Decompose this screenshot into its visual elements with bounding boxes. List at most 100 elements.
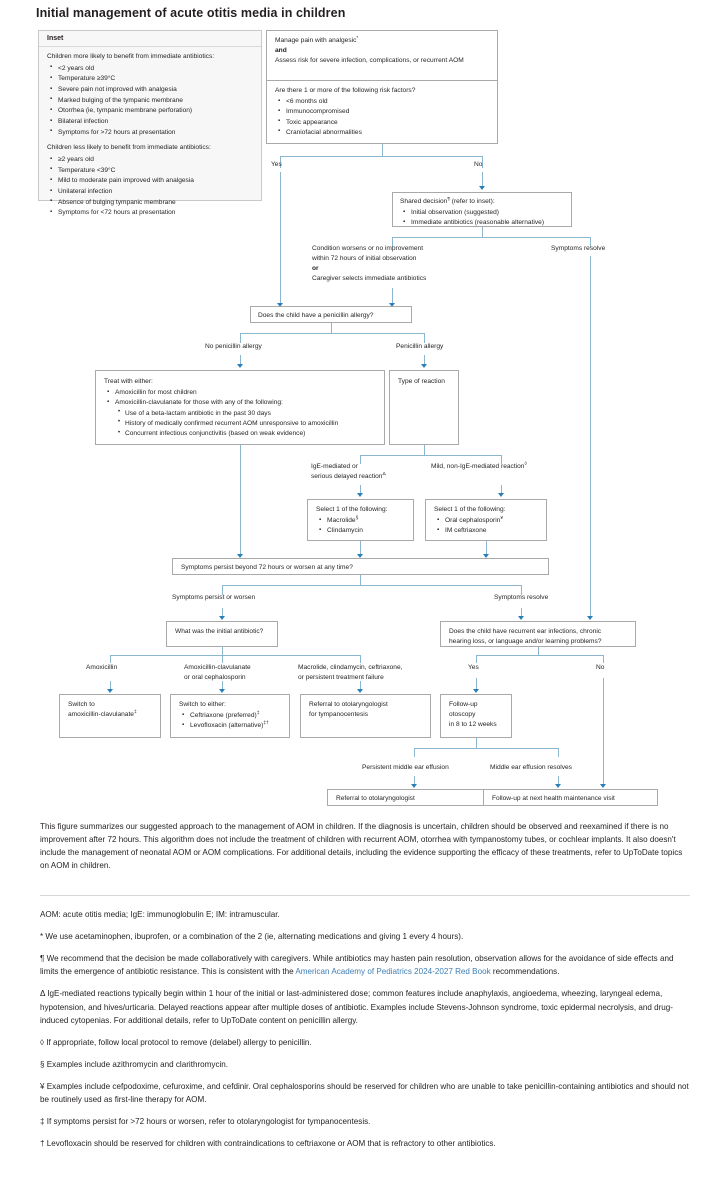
connector (486, 541, 487, 554)
type-of-reaction-text: Type of reaction (398, 378, 445, 385)
list-item: Symptoms for <72 hours at presentation (50, 208, 253, 219)
arrow-icon (219, 616, 225, 620)
connector (558, 748, 559, 757)
list-item: IM ceftriaxone (437, 526, 538, 536)
otoscopy-l2: in 8 to 12 weeks (449, 721, 497, 729)
arrow-icon (498, 493, 504, 497)
footnote-marker-delta: Δ (382, 472, 386, 478)
connector (590, 256, 591, 616)
start-and: and (275, 47, 287, 55)
node-select-cephalosporin: Select 1 of the following: Oral cephalos… (425, 499, 547, 541)
list-item: Ceftriaxone (preferred)‡ (182, 711, 281, 721)
list-item: <6 months old (278, 97, 489, 107)
connector (110, 681, 111, 690)
switch-amox-l2: amoxicillin-clavulanate‡ (68, 710, 137, 719)
inset-body: Children more likely to benefit from imm… (39, 47, 261, 223)
connector (110, 655, 360, 656)
list-item: Temperature <39°C (50, 165, 253, 177)
shared-decision-title: Shared decision¶ (refer to inset): (400, 196, 495, 205)
node-type-of-reaction: Type of reaction (389, 370, 459, 445)
risk-list: <6 months old Immunocompromised Toxic ap… (275, 97, 489, 138)
arrow-icon (587, 616, 593, 620)
list-item: Oral cephalosporin¥ (437, 516, 538, 526)
connector (476, 655, 603, 656)
footnote-marker-asterisk: * (356, 35, 359, 41)
connector (482, 156, 483, 168)
switch-either-title: Switch to either: (179, 701, 226, 708)
arrow-icon (421, 364, 427, 368)
footnote-lozenge: ◊ If appropriate, follow local protocol … (40, 1037, 312, 1047)
referral-tympano-l2: for tympanocentesis (309, 711, 369, 719)
arrow-icon (357, 689, 363, 693)
connector (360, 455, 501, 456)
persist-question-text: Symptoms persist beyond 72 hours or wors… (181, 564, 353, 571)
node-followup-visit: Follow-up at next health maintenance vis… (483, 789, 658, 806)
red-book-link[interactable]: American Academy of Pediatrics 2024-2027… (295, 967, 491, 977)
list-item: Symptoms for >72 hours at presentation (50, 127, 253, 139)
list-item: Amoxicillin-clavulanate for those with a… (107, 398, 376, 439)
connector (280, 156, 482, 157)
arrow-icon (357, 493, 363, 497)
node-recurrent-question: Does the child have recurrent ear infect… (440, 621, 636, 647)
edge-label-effusion-resolves: Middle ear effusion resolves (490, 764, 572, 771)
connector (360, 455, 361, 464)
footnote-marker-section: § (355, 516, 359, 522)
divider (40, 895, 690, 896)
node-shared-decision: Shared decision¶ (refer to inset): Initi… (392, 192, 572, 227)
edge-label-penicillin-allergy: Penicillin allergy (396, 343, 444, 350)
connector (360, 681, 361, 690)
connector (280, 156, 281, 168)
node-switch-amoxclav: Switch to amoxicillin-clavulanate‡ (59, 694, 161, 738)
node-referral-otolaryngologist: Referral to otolaryngologist (327, 789, 502, 806)
list-item: Marked bulging of the tympanic membrane (50, 95, 253, 107)
footnote-asterisk: * We use acetaminophen, ibuprofen, or a … (40, 932, 464, 942)
node-select-macrolide: Select 1 of the following: Macrolide§ Cl… (307, 499, 414, 541)
list-item: Craniofacial abnormalities (278, 127, 489, 138)
connector (424, 355, 425, 365)
connector (521, 585, 522, 595)
connector (331, 323, 332, 333)
arrow-icon (555, 784, 561, 788)
inset-group1-title: Children more likely to benefit from imm… (47, 53, 215, 60)
connector (476, 738, 477, 748)
list-item: Absence of bulging tympanic membrane (50, 197, 253, 209)
node-referral-tympanocentesis: Referral to otolaryngologist for tympano… (300, 694, 431, 738)
select-title: Select 1 of the following: (316, 506, 388, 513)
node-initial-antibiotic-question: What was the initial antibiotic? (166, 621, 278, 647)
connector (382, 144, 383, 156)
node-switch-either: Switch to either: Ceftriaxone (preferred… (170, 694, 290, 738)
switch-either-list: Ceftriaxone (preferred)‡ Levofloxacin (a… (179, 711, 281, 731)
select-right-list: Oral cephalosporin¥ IM ceftriaxone (434, 516, 538, 536)
edge-label-symptoms-resolve-2: Symptoms resolve (494, 594, 549, 601)
connector (501, 485, 502, 494)
connector (424, 333, 425, 343)
referral-oto-text: Referral to otolaryngologist (336, 795, 415, 802)
connector (603, 655, 604, 663)
node-followup-otoscopy: Follow-up otoscopy in 8 to 12 weeks (440, 694, 512, 738)
list-item: Temperature ≥39°C (50, 74, 253, 85)
list-item: Unilateral infection (50, 187, 253, 198)
inset-panel: Inset Children more likely to benefit fr… (38, 30, 262, 217)
connector (392, 288, 393, 303)
node-treat-with-either: Treat with either: Amoxicillin for most … (95, 370, 385, 445)
inset-group2-list: ≥2 years old Temperature <39°C Mild to m… (47, 155, 253, 219)
edge-label-symptoms-persist: Symptoms persist or worsen (172, 594, 256, 601)
risk-question: Are there 1 or more of the following ris… (275, 87, 416, 94)
connector (603, 678, 604, 785)
shared-decision-list: Initial observation (suggested) Immediat… (400, 208, 564, 228)
connector (222, 608, 223, 617)
connector (590, 237, 591, 247)
footnote-marker-pilcrow: ¶ (447, 196, 450, 202)
node-start: Manage pain with analgesic* and Assess r… (266, 30, 498, 81)
connector (482, 227, 483, 237)
penicillin-question-text: Does the child have a penicillin allergy… (258, 312, 374, 319)
footnote-marker-lozenge: ◊ (524, 461, 527, 467)
referral-tympano-l1: Referral to otolaryngologist (309, 701, 388, 708)
footnote-marker-yen: ¥ (500, 516, 504, 522)
connector (392, 237, 590, 238)
footnote-section: § Examples include azithromycin and clar… (40, 1059, 229, 1069)
start-line1: Manage pain with analgesic* (275, 35, 359, 44)
list-item: Immunocompromised (278, 107, 489, 117)
arrow-icon (479, 186, 485, 190)
